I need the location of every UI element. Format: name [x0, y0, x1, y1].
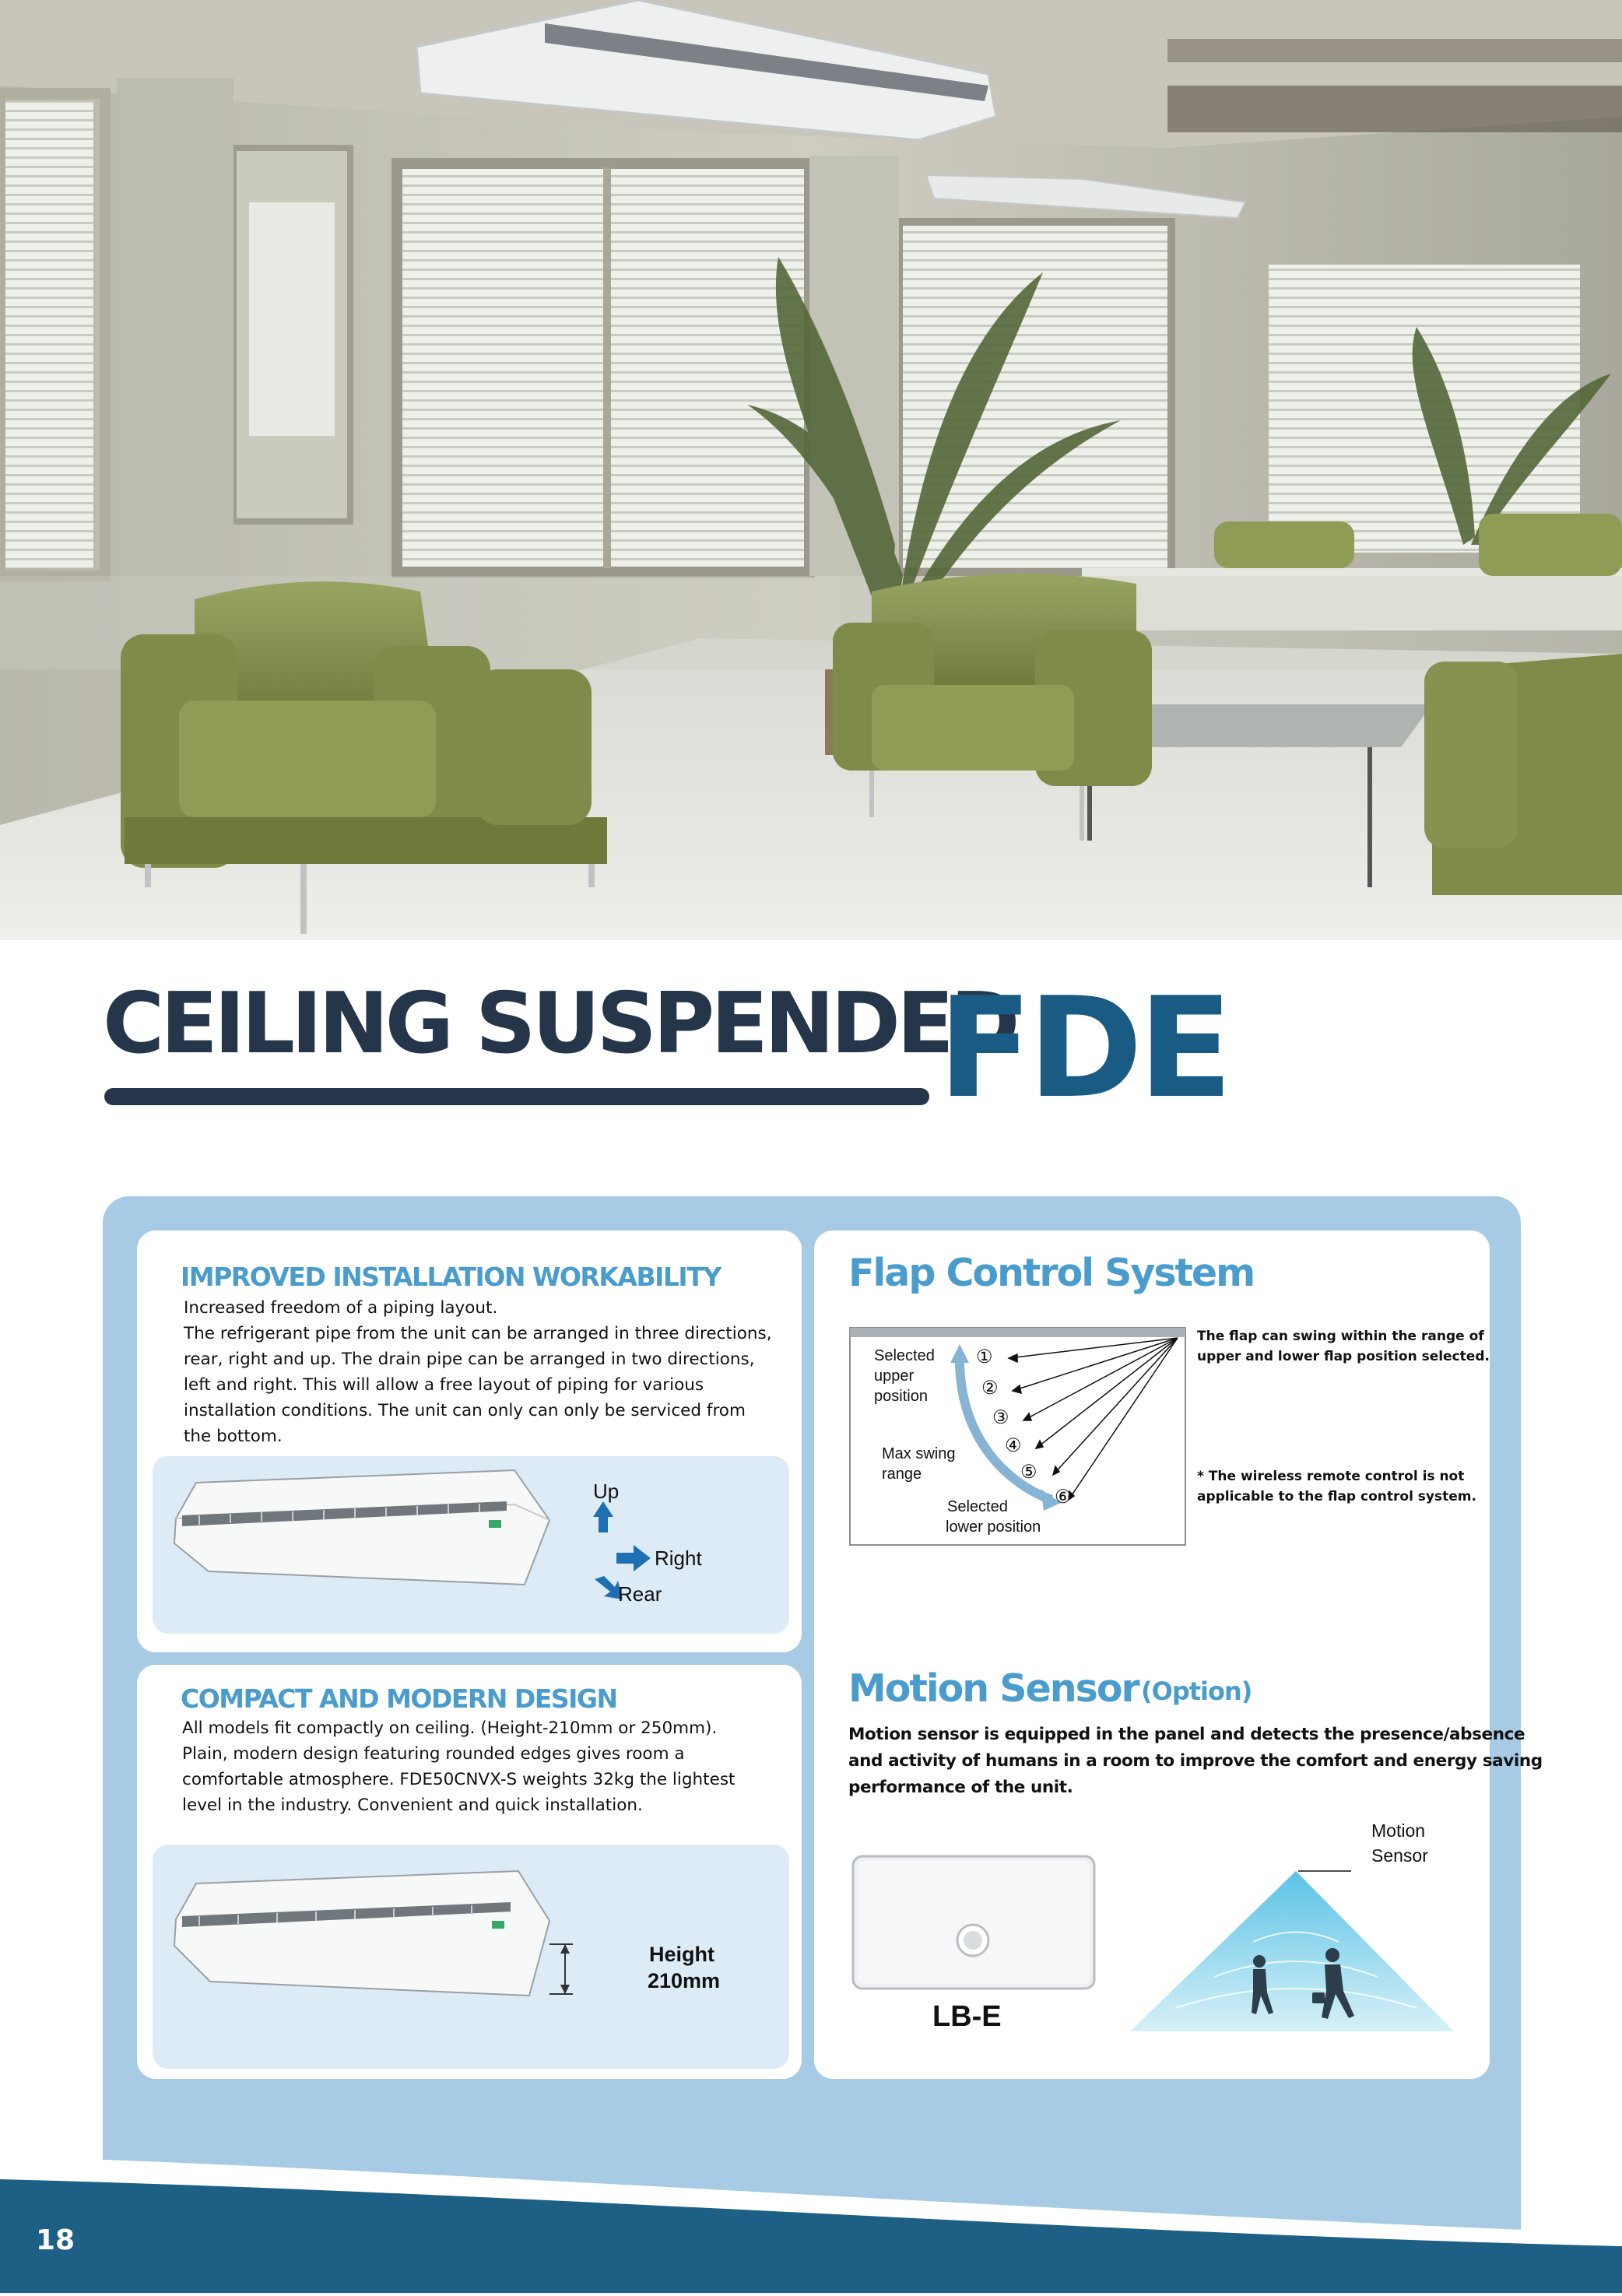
flap-position-5: ⑤	[1020, 1462, 1037, 1483]
flap-heading: Flap Control System	[848, 1251, 1255, 1295]
motion-text: Motion sensor is equipped in the panel a…	[848, 1725, 1543, 1797]
compact-design-heading: COMPACT AND MODERN DESIGN	[181, 1683, 618, 1714]
model-name: FDE	[938, 967, 1233, 1129]
motion-detection-diagram	[1129, 1868, 1455, 2036]
flap-upper-position-label: Selected upper position	[874, 1347, 935, 1405]
direction-up-label: Up	[593, 1480, 620, 1503]
title-underline	[104, 1088, 929, 1105]
motion-option-label: (Option)	[1141, 1676, 1252, 1706]
flap-diagram: Selected upper position Max swing range …	[849, 1327, 1186, 1546]
compact-design-text: All models fit compactly on ceiling. (He…	[182, 1718, 736, 1815]
page-number: 18	[36, 2224, 75, 2256]
motion-heading: Motion Sensor	[848, 1666, 1140, 1711]
flap-position-3: ③	[992, 1407, 1009, 1428]
installation-text: Increased freedom of a piping layout. Th…	[184, 1298, 772, 1446]
page-title: CEILING SUSPENDED	[103, 975, 1020, 1073]
direction-right-label: Right	[655, 1546, 702, 1570]
installation-heading: IMPROVED INSTALLATION WORKABILITY	[181, 1262, 721, 1292]
flap-note-remote: * The wireless remote control is not app…	[1197, 1469, 1476, 1504]
motion-panel-model: LB-E	[932, 2000, 1002, 2033]
motion-sensor-panel-image	[851, 1855, 1096, 1990]
footer-wave	[0, 2101, 1622, 2293]
flap-note-swing: The flap can swing within the range of u…	[1197, 1329, 1490, 1364]
height-value: 210mm	[648, 1969, 721, 1992]
height-illustration: Height 210mm	[153, 1845, 789, 2069]
piping-illustration: Up Right Rear	[153, 1456, 789, 1634]
flap-position-4: ④	[1005, 1435, 1022, 1456]
flap-lower-position-label: Selected lower position	[946, 1498, 1041, 1536]
flap-position-6: ⑥	[1055, 1487, 1072, 1508]
hero-photo	[0, 0, 1622, 940]
flap-max-swing-label: Max swing range	[882, 1445, 956, 1483]
flap-position-2: ②	[981, 1378, 999, 1399]
direction-rear-label: Rear	[618, 1582, 662, 1606]
flap-position-1: ①	[976, 1346, 993, 1367]
height-label: Height	[649, 1943, 714, 1966]
motion-sensor-callout: Motion Sensor	[1371, 1820, 1428, 1866]
